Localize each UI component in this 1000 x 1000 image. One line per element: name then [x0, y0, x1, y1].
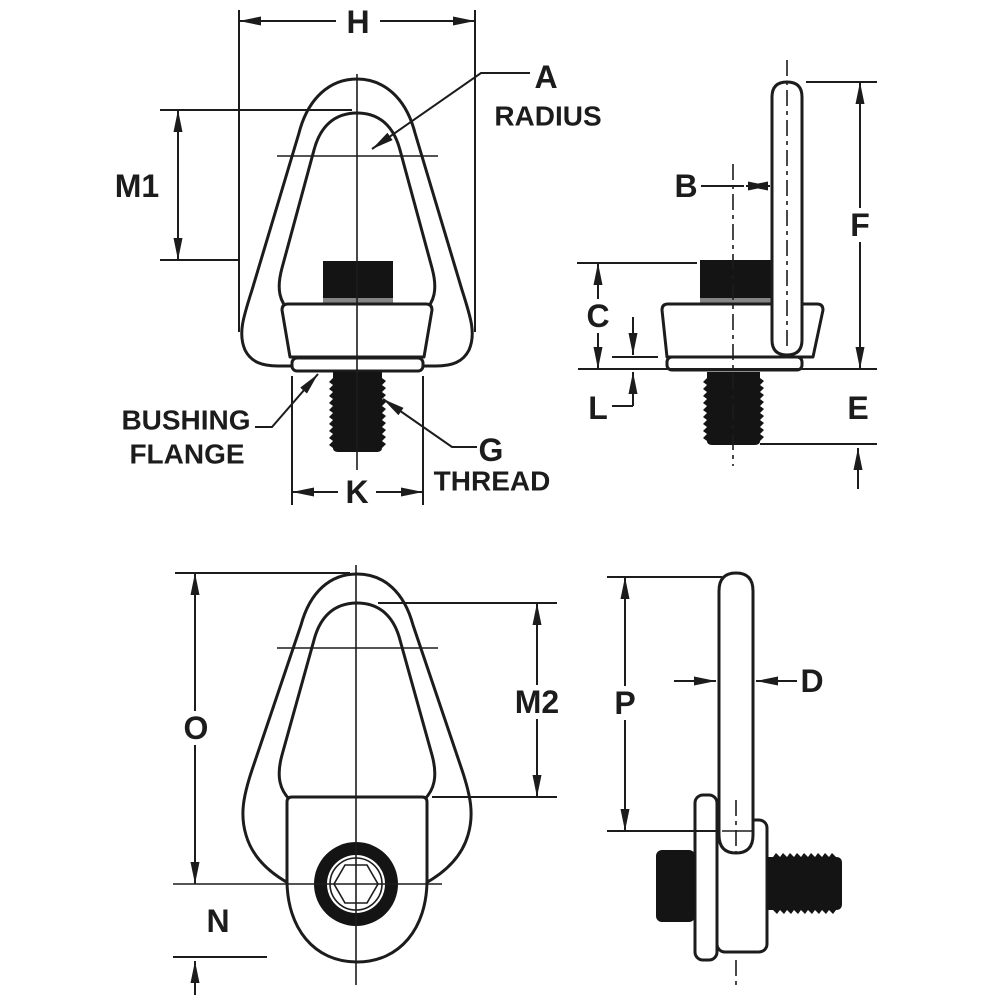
o-label-gap: [177, 711, 215, 745]
label-thread: THREAD: [434, 466, 551, 497]
flange-plate-side: [693, 793, 719, 962]
m2-label-gap: [509, 685, 566, 719]
dim-label-f: F: [850, 207, 870, 243]
dim-label-a: A: [534, 59, 557, 95]
dim-label-g: G: [479, 432, 504, 468]
label-bushing: BUSHING: [121, 405, 250, 436]
front-view-swiveled: O N M2: [173, 565, 566, 995]
dim-label-m2: M2: [515, 684, 559, 720]
bushing-flange-leader: [255, 373, 319, 428]
dim-label-o: O: [184, 710, 209, 746]
label-flange: FLANGE: [129, 439, 244, 470]
washer: [323, 298, 393, 305]
bail-bar-swiveled: [717, 571, 755, 855]
dim-label-l: L: [588, 390, 608, 426]
a-radius-leader: [371, 72, 530, 150]
dim-label-p: P: [614, 685, 635, 721]
f-label-gap: [841, 208, 879, 242]
h-label-gap: [336, 4, 380, 39]
dim-label-n: N: [206, 903, 229, 939]
g-thread-leader: [382, 398, 477, 448]
threaded-stud-horizontal: [767, 853, 842, 914]
dim-label-m1: M1: [115, 168, 159, 204]
hex-nut: [323, 261, 393, 299]
label-radius: RADIUS: [494, 101, 601, 132]
side-view-swiveled: P D: [607, 571, 842, 986]
dim-label-c: C: [586, 298, 609, 334]
front-view-bail-up: H M1 A RADIUS BUSHING FLANGE G THREAD K: [115, 4, 602, 510]
washer-side: [700, 298, 773, 305]
c-label-gap: [580, 299, 616, 333]
dim-label-k: K: [345, 474, 368, 510]
dim-label-d: D: [800, 663, 823, 699]
dim-label-b: B: [674, 168, 697, 204]
k-label-gap: [338, 475, 376, 509]
socket-head-side: [656, 850, 695, 922]
dim-label-e: E: [847, 390, 868, 426]
side-view-bail-up: B F C L E: [577, 60, 879, 489]
dim-label-h: H: [346, 4, 369, 40]
hex-nut-side: [700, 260, 773, 298]
p-label-gap: [607, 686, 644, 720]
